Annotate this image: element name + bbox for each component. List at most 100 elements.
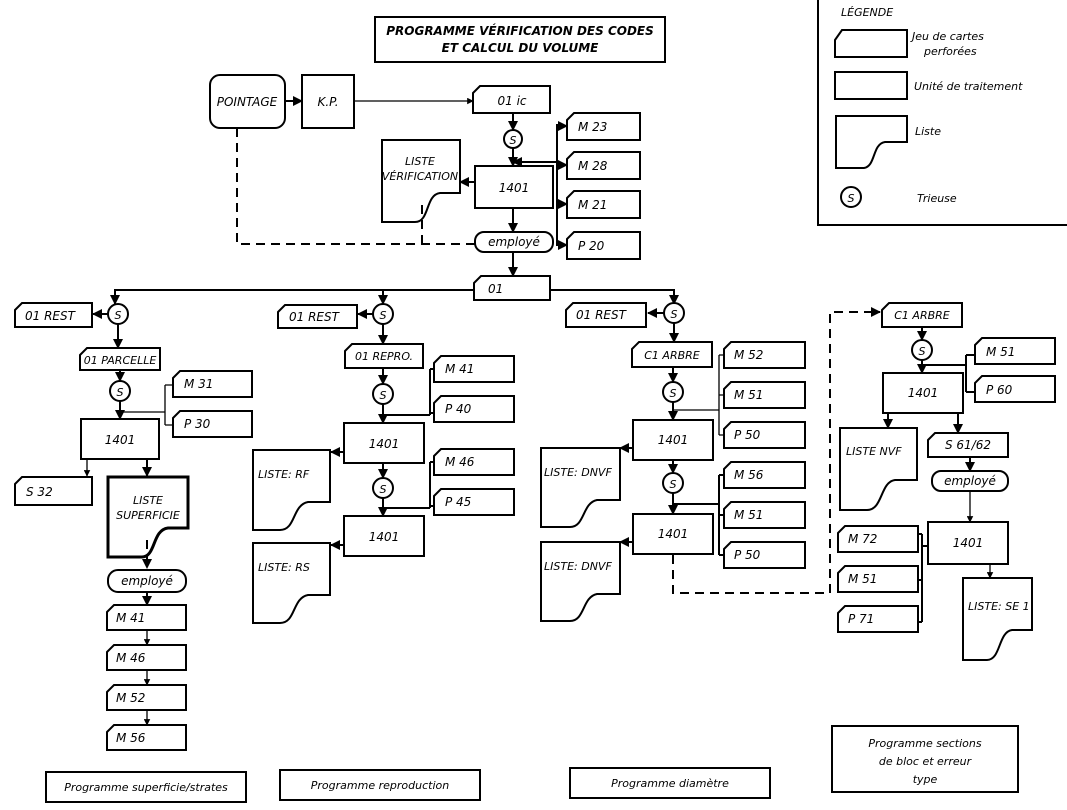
b3-processor-1: 1401	[658, 433, 689, 447]
branch-superficie: S 01 REST 01 PARCELLE S M 31 P 30 1401 S…	[14, 302, 253, 803]
card-01	[473, 275, 551, 301]
b1-side-m31: M 31	[184, 377, 213, 391]
b1-out-card: S 32	[26, 485, 53, 499]
legend: LÉGENDE Jeu de cartes perforées Unité de…	[817, 0, 1067, 226]
b4-side2-p71: P 71	[848, 612, 874, 626]
sorter-b3: S	[671, 308, 678, 321]
card-01ic	[472, 85, 551, 114]
card-p20: P 20	[578, 239, 605, 253]
legend-processor-label: Unité de traitement	[914, 80, 1023, 93]
b4-list-1: LISTE NVF	[846, 445, 902, 458]
sorter-b1: S	[115, 309, 122, 322]
sorter-b2-3: S	[380, 483, 387, 496]
b1-rest: 01 REST	[25, 309, 77, 323]
b4-employe: employé	[944, 474, 996, 488]
b2-processor-2: 1401	[369, 530, 400, 544]
b3-processor-2: 1401	[658, 527, 689, 541]
list-verification-label-1: LISTE	[405, 155, 435, 168]
b4-side1-p60: P 60	[986, 383, 1013, 397]
b4-processor-2: 1401	[953, 536, 984, 550]
b1-side-p30: P 30	[184, 417, 211, 431]
b2-processor-1: 1401	[369, 437, 400, 451]
b2-list-2: LISTE: RS	[258, 561, 310, 574]
b1-employe: employé	[121, 574, 173, 588]
branch-diametre: S 01 REST C1 ARBRE S M 52 M 51 P 50 1401…	[540, 302, 881, 799]
b4-program-label-3: type	[913, 773, 938, 786]
b3-program-label: Programme diamètre	[611, 777, 729, 790]
b1-chain-m56: M 56	[116, 731, 146, 745]
card-01ic-label: 01 ic	[497, 94, 526, 108]
b1-card: 01 PARCELLE	[84, 354, 157, 367]
b3-side2-p50: P 50	[734, 548, 761, 562]
card-m28: M 28	[578, 159, 608, 173]
legend-sorter-label: Trieuse	[917, 192, 957, 205]
b4-program-label-1: Programme sections	[868, 737, 981, 750]
sorter-b3-3: S	[670, 478, 677, 491]
b4-card: C1 ARBRE	[894, 309, 950, 322]
b3-rest: 01 REST	[576, 308, 628, 322]
sorter-b1-2: S	[117, 386, 124, 399]
title-box: PROGRAMME VÉRIFICATION DES CODES ET CALC…	[374, 16, 666, 63]
processor-top-label: 1401	[499, 181, 530, 195]
sorter-b2-2: S	[380, 389, 387, 402]
sorter-b4: S	[919, 345, 926, 358]
b4-list-2: LISTE: SE 1	[968, 600, 1030, 613]
legend-card-symbol	[834, 29, 908, 58]
b2-side-p40: P 40	[445, 402, 472, 416]
b1-chain-m46: M 46	[116, 651, 146, 665]
b4-side2-m72: M 72	[848, 532, 877, 546]
card-m23: M 23	[578, 120, 607, 134]
b2-rest: 01 REST	[289, 310, 341, 324]
b2-side-m41: M 41	[445, 362, 474, 376]
b2-side-p45: P 45	[445, 495, 471, 509]
branch-sections: C1 ARBRE S M 51 P 60 1401 LISTE NVF S 61…	[831, 302, 1056, 793]
b1-program-label: Programme superficie/strates	[64, 781, 228, 794]
kp-label: K.P.	[317, 95, 338, 109]
b2-side-m46: M 46	[445, 455, 475, 469]
card-m21: M 21	[578, 198, 607, 212]
b2-card: 01 REPRO.	[355, 350, 413, 363]
branch-reproduction: S 01 REST 01 REPRO. S M 41 P 40 1401 LIS…	[252, 303, 515, 801]
kp-box	[301, 74, 355, 129]
processor-top	[474, 165, 554, 209]
b1-chain-m41: M 41	[116, 611, 145, 625]
employe-top-label: employé	[488, 235, 540, 249]
b2-list-1: LISTE: RF	[258, 468, 310, 481]
title-line1: PROGRAMME VÉRIFICATION DES CODES	[386, 23, 654, 38]
b3-list-2: LISTE: DNVF	[544, 560, 612, 573]
legend-list-symbol	[835, 115, 908, 169]
b3-side1-m51: M 51	[734, 388, 763, 402]
legend-sorter-glyph: S	[848, 192, 855, 205]
sorter-b3-2: S	[670, 387, 677, 400]
b3-side1-m52: M 52	[734, 348, 763, 362]
b3-side2-m56: M 56	[734, 468, 764, 482]
sorter-top-glyph: S	[510, 134, 517, 147]
b3-side2-m51: M 51	[734, 508, 763, 522]
sorter-b2: S	[380, 309, 387, 322]
pointage-label: POINTAGE	[217, 95, 278, 109]
side-cards-top: M 23 M 28 M 21 P 20	[557, 112, 641, 260]
legend-heading: LÉGENDE	[841, 6, 893, 19]
b4-side2-m51: M 51	[848, 572, 877, 586]
legend-processor-symbol	[834, 71, 908, 100]
card-01-label: 01	[488, 282, 503, 296]
top-section: POINTAGE K.P. 01 ic S 1401 LISTE VÉRIFIC…	[110, 74, 679, 305]
b4-program-label-2: de bloc et erreur	[879, 755, 973, 768]
b3-card: C1 ARBRE	[644, 349, 700, 362]
b2-program-label: Programme reproduction	[311, 779, 449, 792]
b3-side1-p50: P 50	[734, 428, 761, 442]
legend-list-label: Liste	[915, 125, 941, 138]
b1-chain-m52: M 52	[116, 691, 145, 705]
b1-processor: 1401	[105, 433, 136, 447]
b4-side1-m51: M 51	[986, 345, 1015, 359]
b1-list-2: SUPERFICIE	[116, 509, 180, 522]
b4-processor-1: 1401	[908, 386, 939, 400]
b1-list-1: LISTE	[133, 494, 163, 507]
list-verification	[381, 139, 461, 223]
list-verification-label-2: VÉRIFICATION	[382, 170, 458, 183]
legend-card-label-1: Jeu de cartes	[910, 30, 984, 43]
b4-out-card: S 61/62	[945, 438, 991, 452]
legend-sorter-symbol	[840, 186, 862, 208]
title-line2: ET CALCUL DU VOLUME	[442, 41, 600, 55]
